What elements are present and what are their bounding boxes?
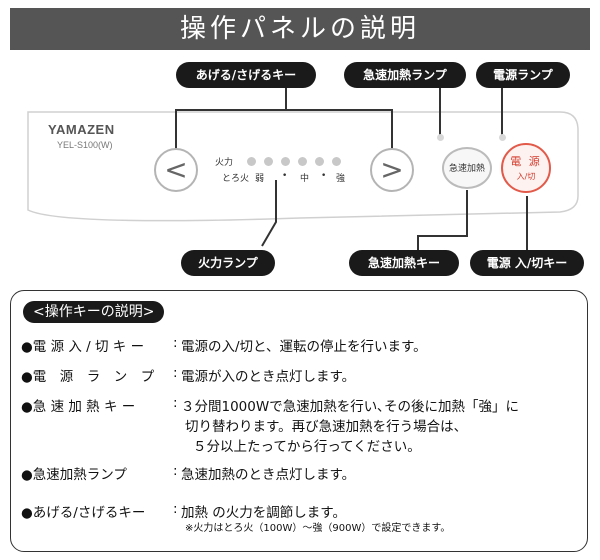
- heat-label: 火力: [215, 158, 234, 168]
- up-arrow-button[interactable]: >: [370, 148, 414, 192]
- power-button-sublabel: 入/切: [516, 172, 536, 181]
- quick-heat-lamp: [437, 134, 444, 141]
- scale-strong: 強: [336, 174, 346, 184]
- brand-logo: YAMAZEN: [48, 122, 115, 137]
- row-note: ※火力はとろ火（100W）～強（900W）で設定できます。: [185, 523, 451, 534]
- row-sep: :: [173, 395, 178, 411]
- power-button-label: 電 源: [510, 155, 542, 168]
- heat-lamp-label: 火力ランプ: [181, 250, 275, 276]
- leader-quick-key: [417, 190, 468, 250]
- up-down-keys-label: あげる/さげるキー: [176, 62, 316, 88]
- row-text: 電源の入/切と、運転の停止を行います。: [181, 339, 427, 355]
- heat-lamp-2: [264, 157, 273, 166]
- row-sep: :: [173, 365, 178, 381]
- heat-lamp-6: [332, 157, 341, 166]
- row-sep: :: [173, 501, 178, 517]
- heat-lamp-3: [281, 157, 290, 166]
- page-title: 操作パネルの説明: [10, 8, 590, 50]
- scale-dot-2: •: [321, 171, 327, 181]
- row-key: ●電 源 ラ ン プ: [21, 369, 155, 385]
- row-sep: :: [173, 335, 178, 351]
- heat-lamp-1: [247, 157, 256, 166]
- heat-lamp-5: [315, 157, 324, 166]
- model-number: YEL-S100(W): [57, 140, 113, 150]
- quick-heat-lamp-label: 急速加熱ランプ: [344, 62, 466, 88]
- leader-up-down: [175, 86, 393, 152]
- power-key-label: 電源 入/切キー: [470, 250, 584, 276]
- row-text: ３分間1000Wで急速加熱を行い､その後に加熱「強」に: [181, 399, 519, 415]
- row-key: ●電 源 入 / 切 キ ー: [21, 339, 145, 355]
- row-text: 加熱 の火力を調節します。: [181, 505, 346, 521]
- quick-heat-button[interactable]: 急速加熱: [442, 147, 492, 189]
- row-text: 急速加熱のとき点灯します。: [181, 467, 356, 483]
- row-text-line3: ５分以上たってから行ってください。: [193, 439, 421, 455]
- row-key: ●あげる/さげるキー: [21, 505, 146, 521]
- scale-weak: 弱: [255, 174, 265, 184]
- scale-medium: 中: [300, 174, 310, 184]
- row-text: 電源が入のとき点灯します。: [181, 369, 356, 385]
- scale-dot-1: •: [282, 171, 288, 181]
- power-button[interactable]: 電 源 入/切: [501, 143, 551, 193]
- description-box: <操作キーの説明> ●電 源 入 / 切 キ ー : 電源の入/切と、運転の停止…: [10, 290, 588, 552]
- description-heading: <操作キーの説明>: [23, 301, 165, 323]
- row-text-line2: 切り替わります。再び急速加熱を行う場合は、: [185, 419, 468, 435]
- row-sep: :: [173, 463, 178, 479]
- row-key: ●急速加熱ランプ: [21, 467, 127, 483]
- heat-lamp-4: [298, 157, 307, 166]
- row-key: ●急 速 加 熱 キ ー: [21, 399, 136, 415]
- power-lamp: [499, 134, 506, 141]
- down-arrow-button[interactable]: <: [154, 148, 198, 192]
- scale-toro: とろ火: [222, 174, 250, 184]
- power-lamp-label: 電源ランプ: [476, 62, 570, 88]
- quick-heat-key-label: 急速加熱キー: [349, 250, 459, 276]
- leader-heat-lamp: [261, 180, 277, 247]
